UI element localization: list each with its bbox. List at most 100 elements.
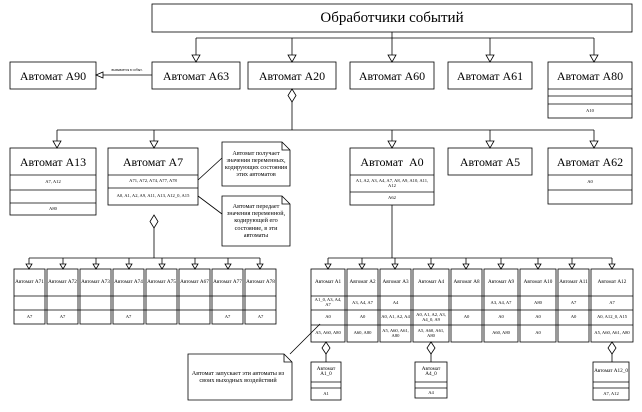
a7-child-called: A7 (257, 313, 264, 319)
box-a12-0 (592, 361, 630, 401)
a0-child-called: A5, A60, A61, A80 (594, 330, 630, 336)
a0-child-title: Автомат A10 (523, 278, 553, 285)
a7-child-called: A7 (125, 313, 132, 319)
note-pass-state: Автомат передает значения переменной, ко… (226, 203, 286, 239)
a12-0-called: A7, A12 (603, 390, 619, 396)
box-a90 (9, 61, 97, 90)
a7-called: A0, A1, A2, A9, A11, A13, A12_0, A15 (116, 193, 190, 199)
a0-child-title: Автомат A3 (382, 278, 409, 285)
label-a60: Автомат A60 (358, 68, 426, 83)
label-a4-0: Автомат A4_0 (421, 365, 441, 377)
a0-child-called: A60, A80 (492, 330, 510, 336)
label-a12-0: Автомат A12_0 (594, 368, 628, 375)
diamond-a7 (149, 214, 159, 229)
a0-child-title: Автомат A1 (314, 278, 342, 285)
a7-child-title: Автомат A75 (147, 278, 176, 285)
label-a0: Автомат A0 (360, 154, 424, 169)
a62-vars: A0 (587, 179, 593, 185)
a0-child-vars: A7 (570, 299, 577, 305)
label-a7: Автомат A7 (122, 154, 184, 169)
a0-children-boxes (310, 268, 634, 343)
a0-child-called: A60, A80 (353, 330, 372, 336)
arrowhead-a61 (485, 54, 495, 63)
a0-child-mid: A0 (463, 314, 470, 320)
a0-child-title: Автомат A2 (349, 278, 376, 285)
a0-child-called: A5, A60, A61, A80 (417, 327, 445, 338)
label-a80-var: A10 (586, 107, 594, 113)
a13-called: A80 (49, 205, 57, 211)
arrowhead-a13 (52, 140, 62, 149)
a0-child-title: Автомат A8 (453, 278, 480, 285)
note-get-vars: Автомат получает значения переменных, ко… (224, 149, 288, 179)
relation-label: вызывается в событ. (111, 68, 143, 73)
diamond-a1 (321, 341, 331, 355)
arrowhead-a0 (387, 140, 397, 149)
box-a13 (9, 147, 97, 216)
a7-child-title: Автомат A77 (213, 278, 242, 285)
a7-child-called: A7 (224, 313, 231, 319)
a0-child-vars: A7 (609, 299, 615, 305)
label-a1-0: Автомат A1_0 (316, 365, 336, 377)
arrowhead-a20 (287, 54, 297, 63)
a0-child-mid: A0 (570, 314, 577, 320)
arrowhead-a63 (191, 54, 201, 63)
a7-child-title: Автомат A74 (114, 278, 143, 285)
a0-child-called: A5, A60, A80 (315, 330, 341, 336)
box-a7 (107, 147, 199, 206)
a0-child-vars: A3, A4, A7 (490, 299, 512, 305)
diamond-a20 (287, 88, 297, 103)
a0-child-mid: A0, A1, A2, A4 (381, 314, 410, 320)
a0-child-mid: A0, A1, A2, A3, A4_0, A9 (416, 311, 446, 322)
arrowhead-a62 (589, 140, 599, 149)
note-box-pass-state (221, 195, 291, 247)
arrowhead-a80 (589, 54, 599, 63)
box-a4-0 (414, 361, 448, 399)
box-a80 (547, 61, 633, 119)
arrowhead-a60 (387, 54, 397, 63)
a7-child-title: Автомат A72 (48, 278, 77, 285)
note-box-launch (187, 353, 293, 401)
label-a63: Автомат A63 (162, 68, 230, 83)
a0-child-title: Автомат A11 (559, 278, 588, 285)
a0-vars: A1, A2, A3, A4, A7, A8, A9, A10, A11, A1… (355, 177, 429, 188)
a0-child-vars: A4 (392, 299, 399, 305)
a0-child-mid: A0 (359, 314, 366, 320)
a13-vars: A7, A12 (45, 179, 61, 185)
label-a80: Автомат A80 (556, 68, 624, 83)
a0-called: A62 (388, 195, 396, 201)
box-a62 (547, 147, 633, 205)
a7-child-title: Автомат A71 (15, 278, 44, 285)
a1-0-called: A1 (323, 390, 329, 396)
label-a62: Автомат A62 (556, 154, 624, 169)
a0-child-vars: A3, A4, A7 (352, 299, 373, 305)
a0-child-vars: A80 (534, 299, 542, 305)
a0-child-called: A5, A60, A61, A80 (382, 327, 409, 338)
a0-child-vars: A1_0, A3, A4, A7 (314, 297, 342, 307)
a0-child-title: Автомат A4 (417, 278, 445, 285)
a0-child-mid: A0 (325, 314, 331, 320)
a7-child-title: Автомат A67 (180, 278, 209, 285)
a4-0-called: A4 (428, 389, 434, 395)
note-box-get-vars (221, 141, 291, 187)
label-a13: Автомат A13 (19, 154, 87, 169)
a0-child-mid: A0 (535, 314, 541, 320)
label-a5: Автомат A5 (459, 154, 521, 169)
a7-child-title: Автомат A73 (81, 278, 110, 285)
label-a20: Автомат A20 (258, 68, 326, 83)
diamond-a4 (426, 341, 436, 355)
a0-child-called: A0 (535, 330, 541, 336)
a7-child-called: A7 (59, 313, 66, 319)
label-a90: Автомат A90 (19, 68, 87, 83)
arrowhead-a5 (485, 140, 495, 149)
arrowhead-a90 (94, 71, 104, 79)
a0-child-title: Автомат A9 (487, 278, 515, 285)
box-a1-0 (310, 361, 342, 401)
arrowhead-a7 (149, 140, 159, 149)
a7-child-title: Автомат A78 (246, 278, 275, 285)
root-title: Обработчики событий (320, 9, 464, 26)
a7-children-boxes (13, 268, 277, 325)
a0-child-mid: A0 (498, 314, 504, 320)
a7-vars: A71, A72, A74, A77, A78 (129, 178, 177, 184)
a0-child-mid: A0, A12_0, A15 (596, 314, 628, 320)
